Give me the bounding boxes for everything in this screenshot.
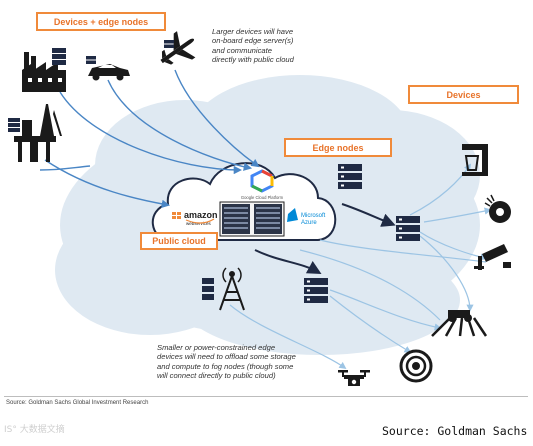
large-devices-note-line: directly with public cloud xyxy=(212,55,294,65)
large-devices-note-line: Larger devices will have xyxy=(212,27,294,36)
azure-label: Azure xyxy=(301,220,317,226)
cloud-uplinks xyxy=(39,69,260,209)
device-links xyxy=(229,163,492,370)
coffee-maker-icon xyxy=(462,144,488,176)
google-cloud-label: Google Cloud Platform xyxy=(241,195,284,200)
factory-icon xyxy=(22,52,66,92)
source-note-small: Source: Goldman Sachs Global Investment … xyxy=(6,400,149,406)
large-devices-note-line: and communicate xyxy=(212,45,272,55)
oil-rig-icon xyxy=(14,104,62,162)
small-devices-note: Smaller or power-constrained edge device… xyxy=(157,343,296,381)
amazon-logo: amazon webservices xyxy=(172,210,218,226)
airplane-server-icon xyxy=(164,40,174,48)
small-devices-note-line: Smaller or power-constrained edge xyxy=(157,343,276,352)
cell-tower-server-icon xyxy=(202,278,214,300)
airplane-icon xyxy=(160,31,196,65)
edge-nodes-label: Edge nodes xyxy=(284,138,392,157)
source-note-large: Source: Goldman Sachs xyxy=(382,424,528,438)
edge-node-server-top xyxy=(338,164,362,189)
microsoft-azure-logo: Microsoft Azure xyxy=(287,208,326,226)
oil-rig-server-icon xyxy=(8,118,20,132)
security-camera-icon xyxy=(474,244,511,270)
small-devices-note-line: will connect directly to public cloud) xyxy=(157,371,276,381)
cloud-server-rack xyxy=(219,201,285,237)
large-devices-note-line: on-board edge server(s) xyxy=(212,36,294,46)
small-devices-note-line: and compute to fog nodes (though some xyxy=(157,361,294,371)
footer-divider xyxy=(4,396,528,397)
edge-node-server-right xyxy=(396,216,420,241)
smart-sensor-icon xyxy=(484,194,511,223)
car-icon xyxy=(88,64,130,81)
edge-links xyxy=(254,203,396,274)
google-cloud-logo: Google Cloud Platform xyxy=(241,169,284,200)
microsoft-label: Microsoft xyxy=(301,213,326,219)
radar-target-icon xyxy=(399,349,433,383)
amazon-label: amazon xyxy=(184,210,218,220)
factory-server-icon xyxy=(52,48,66,65)
small-devices-note-line: devices will need to offload some storag… xyxy=(157,352,296,362)
cell-tower-icon xyxy=(219,267,245,311)
public-cloud-label: Public cloud xyxy=(140,232,218,250)
devices-edge-nodes-label: Devices + edge nodes xyxy=(36,12,166,31)
car-server-icon xyxy=(86,56,96,64)
edge-node-server-bottom xyxy=(304,278,328,303)
farm-tractor-icon xyxy=(431,310,488,337)
devices-label: Devices xyxy=(408,85,519,104)
large-devices-note: Larger devices will have on-board edge s… xyxy=(212,27,294,65)
drone-icon xyxy=(338,370,370,386)
watermark: IS° 大数据文摘 xyxy=(4,425,65,435)
